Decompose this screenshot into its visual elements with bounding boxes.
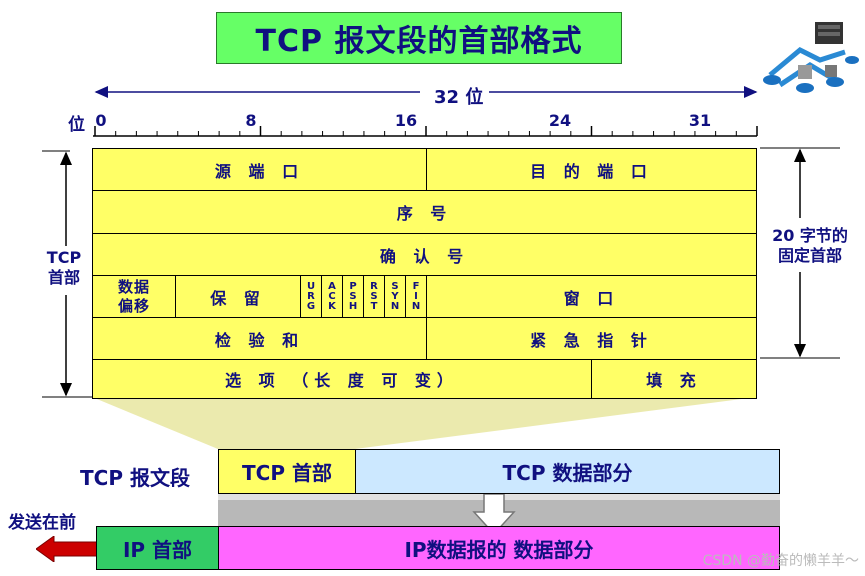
tick-label-0: 0	[95, 111, 106, 130]
field-sequence-number: 序 号	[92, 190, 757, 234]
left-arrow-icon	[36, 536, 100, 562]
field-padding: 填 充	[591, 359, 757, 399]
bit-label: 位	[68, 110, 85, 135]
field-checksum: 检 验 和	[92, 317, 427, 360]
watermark: CSDN @勤奋的懒羊羊～	[703, 550, 859, 570]
side-label-line-2: 首部	[36, 268, 92, 288]
field-source-port: 源 端 口	[92, 148, 427, 191]
field-data-offset: 数据 偏移	[92, 275, 176, 318]
fixed-label-line-1: 20 字节的	[762, 226, 858, 246]
field-window: 窗 口	[426, 275, 757, 318]
fixed-header-label: 20 字节的 固定首部	[762, 226, 858, 266]
side-label-line-1: TCP	[36, 248, 92, 268]
ip-data-bar: IP数据报的 数据部分	[218, 526, 780, 570]
tick-label-8: 8	[245, 111, 256, 130]
offset-line-1: 数据	[118, 278, 150, 297]
tick-label-24: 24	[549, 111, 571, 130]
field-options: 选 项 （长 度 可 变）	[92, 359, 592, 399]
field-ack-number: 确 认 号	[92, 233, 757, 276]
fixed-label-line-2: 固定首部	[762, 246, 858, 266]
send-first-label: 发送在前	[8, 508, 76, 533]
tcp-header-bar: TCP 首部	[218, 449, 356, 494]
ip-header-bar: IP 首部	[96, 526, 219, 570]
field-destination-port: 目 的 端 口	[426, 148, 757, 191]
tick-label-16: 16	[395, 111, 417, 130]
width-label: 32 位	[428, 83, 489, 109]
tick-label-31: 31	[689, 111, 711, 130]
tcp-segment-label: TCP 报文段	[80, 462, 190, 491]
offset-line-2: 偏移	[118, 297, 150, 316]
tcp-data-bar: TCP 数据部分	[355, 449, 780, 494]
tcp-header-side-label: TCP 首部	[36, 248, 92, 288]
field-urgent-pointer: 紧 急 指 针	[426, 317, 757, 360]
field-reserved: 保 留	[175, 275, 301, 318]
